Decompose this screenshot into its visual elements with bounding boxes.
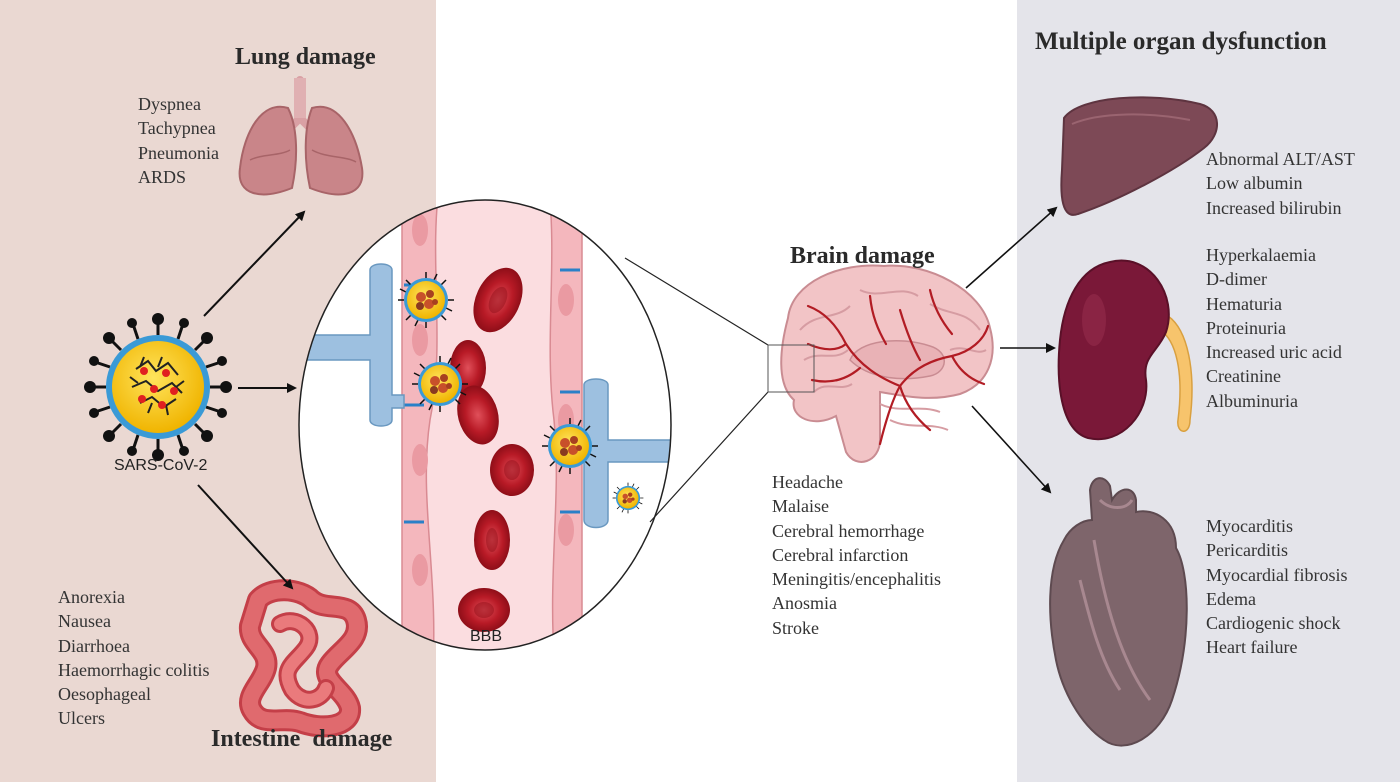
list-item: Albuminuria [1206, 390, 1298, 411]
list-item: Ulcers [58, 708, 105, 729]
list-item: Nausea [58, 611, 111, 632]
list-item: ARDS [138, 166, 187, 187]
list-item: Low albumin [1206, 173, 1303, 194]
bbb-magnified-view [298, 199, 672, 651]
brain-damage-title: Brain damage [790, 243, 935, 269]
intestine-illustration [239, 579, 368, 738]
list-item: Stroke [772, 617, 819, 638]
kidney-symptom-list: Hyperkalaemia D-dimer Hematuria Proteinu… [1206, 243, 1342, 413]
lung-illustration [238, 76, 364, 196]
list-item: Tachypnea [138, 118, 216, 139]
list-item: Haemorrhagic colitis [58, 659, 210, 680]
list-item: Proteinuria [1206, 317, 1286, 338]
list-item: Malaise [772, 496, 829, 517]
list-item: Anosmia [772, 593, 837, 614]
list-item: D-dimer [1206, 269, 1267, 290]
kidney-illustration [1057, 259, 1193, 441]
liver-symptom-list: Abnormal ALT/AST Low albumin Increased b… [1206, 147, 1355, 220]
intestine-symptom-list: Anorexia Nausea Diarrhoea Haemorrhagic c… [58, 585, 209, 731]
heart-symptom-list: Myocarditis Pericarditis Myocardial fibr… [1206, 514, 1347, 660]
list-item: Cardiogenic shock [1206, 613, 1341, 634]
zoom-connector-lines [624, 257, 769, 523]
list-item: Cerebral infarction [772, 544, 909, 565]
list-item: Edema [1206, 588, 1256, 609]
sars-cov-2-virus [84, 313, 232, 461]
list-item: Pneumonia [138, 142, 219, 163]
heart-illustration [1049, 477, 1188, 747]
lung-symptom-list: Dyspnea Tachypnea Pneumonia ARDS [138, 92, 219, 189]
list-item: Dyspnea [138, 94, 201, 114]
organ-arrows [965, 206, 1058, 494]
list-item: Abnormal ALT/AST [1206, 149, 1355, 169]
list-item: Cerebral hemorrhage [772, 520, 925, 541]
lung-damage-title: Lung damage [235, 44, 376, 70]
list-item: Hematuria [1206, 293, 1282, 314]
virus-label: SARS-CoV-2 [114, 457, 208, 474]
intestine-damage-title: Intestine damage [211, 726, 393, 752]
list-item: Myocardial fibrosis [1206, 564, 1348, 585]
list-item: Oesophageal [58, 684, 151, 705]
liver-illustration [1060, 96, 1218, 216]
list-item: Diarrhoea [58, 635, 130, 656]
virus-arrows [197, 210, 306, 590]
list-item: Headache [772, 472, 843, 492]
list-item: Increased bilirubin [1206, 197, 1342, 218]
list-item: Increased uric acid [1206, 342, 1342, 363]
bbb-label: BBB [470, 628, 503, 645]
list-item: Meningitis/encephalitis [772, 569, 941, 590]
list-item: Creatinine [1206, 366, 1281, 387]
multiple-organ-title: Multiple organ dysfunction [1035, 28, 1327, 55]
brain-symptom-list: Headache Malaise Cerebral hemorrhage Cer… [772, 470, 941, 640]
list-item: Heart failure [1206, 637, 1298, 658]
brain-illustration [767, 264, 994, 463]
list-item: Hyperkalaemia [1206, 245, 1316, 265]
list-item: Myocarditis [1206, 516, 1293, 536]
list-item: Pericarditis [1206, 540, 1288, 561]
list-item: Anorexia [58, 587, 125, 607]
